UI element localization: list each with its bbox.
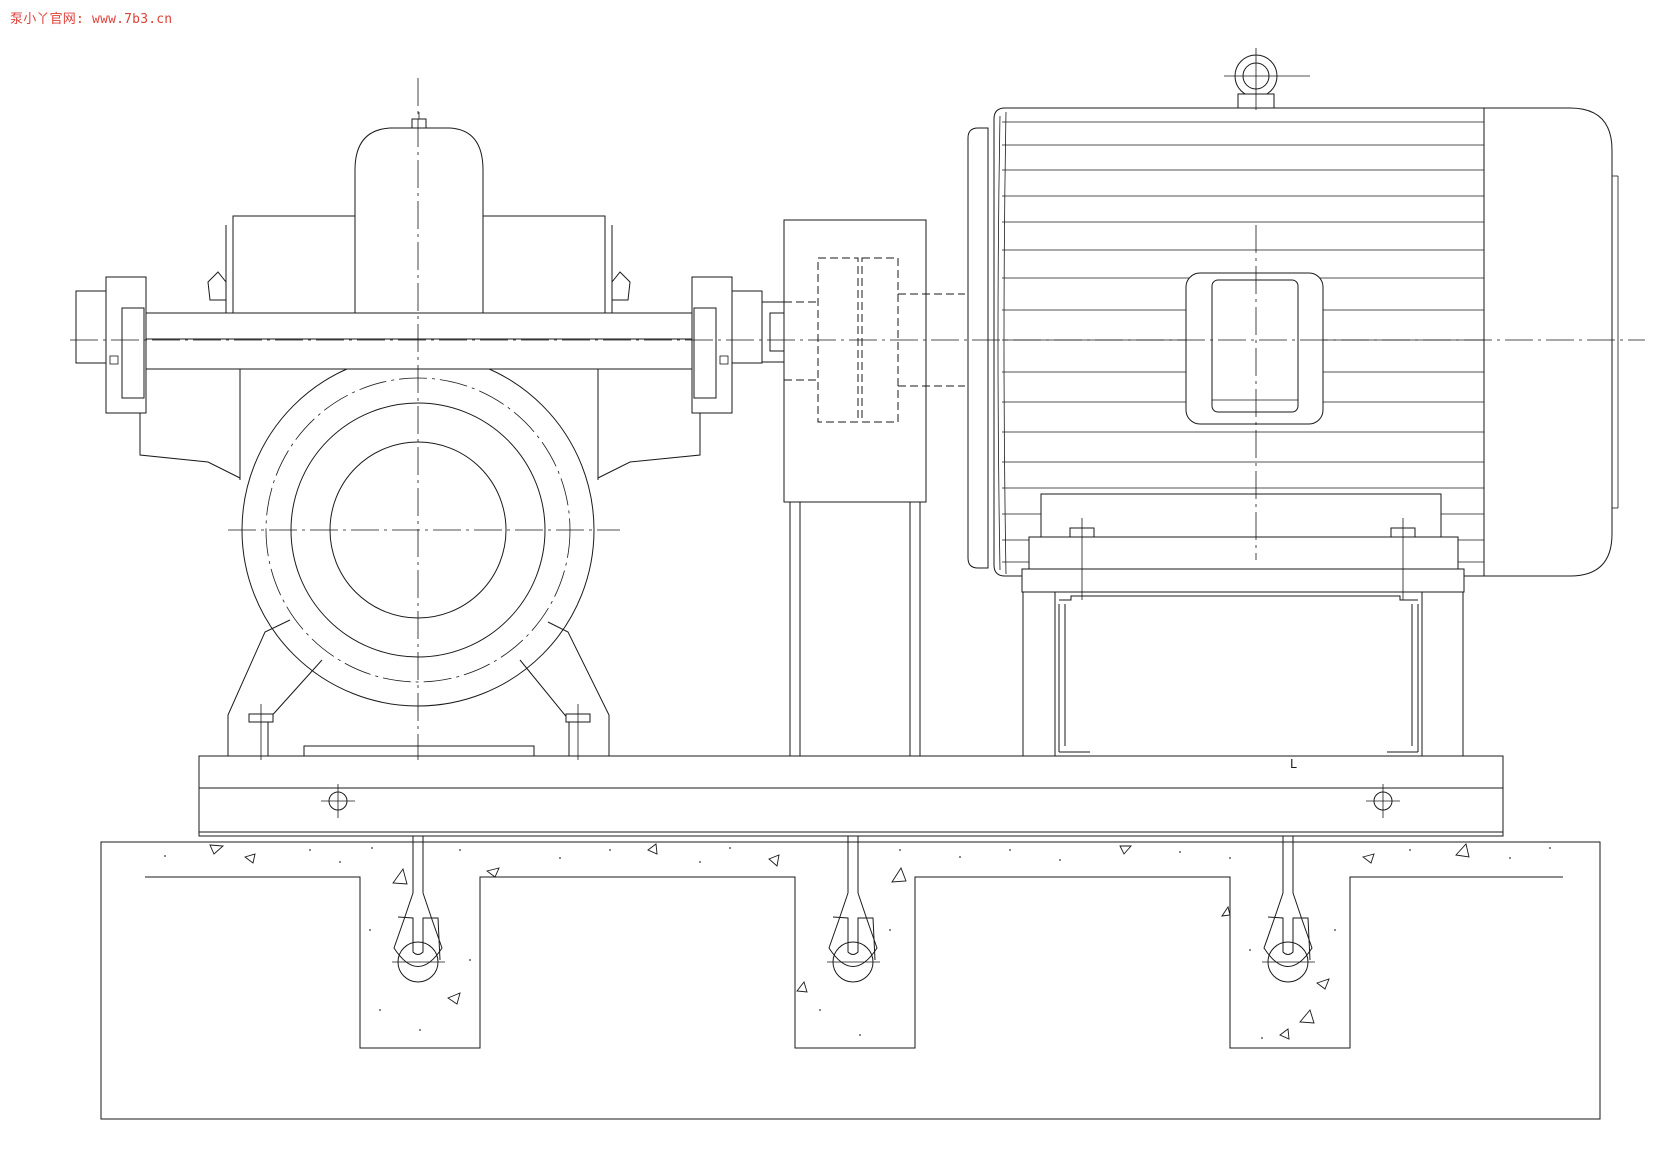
pump-body xyxy=(75,112,785,760)
motor-pedestal xyxy=(1022,592,1464,756)
base-plate xyxy=(198,755,1504,837)
center-lines xyxy=(70,78,1645,760)
watermark-text: 泵小丫官网: www.7b3.cn xyxy=(10,12,173,27)
concrete-aggregate-marks xyxy=(209,843,1470,1040)
label-l: L xyxy=(1290,757,1297,771)
concrete-speckles xyxy=(164,847,1551,1039)
concrete-foundation xyxy=(100,841,1601,1120)
electric-motor xyxy=(967,48,1619,600)
coupling-guard xyxy=(783,219,965,757)
